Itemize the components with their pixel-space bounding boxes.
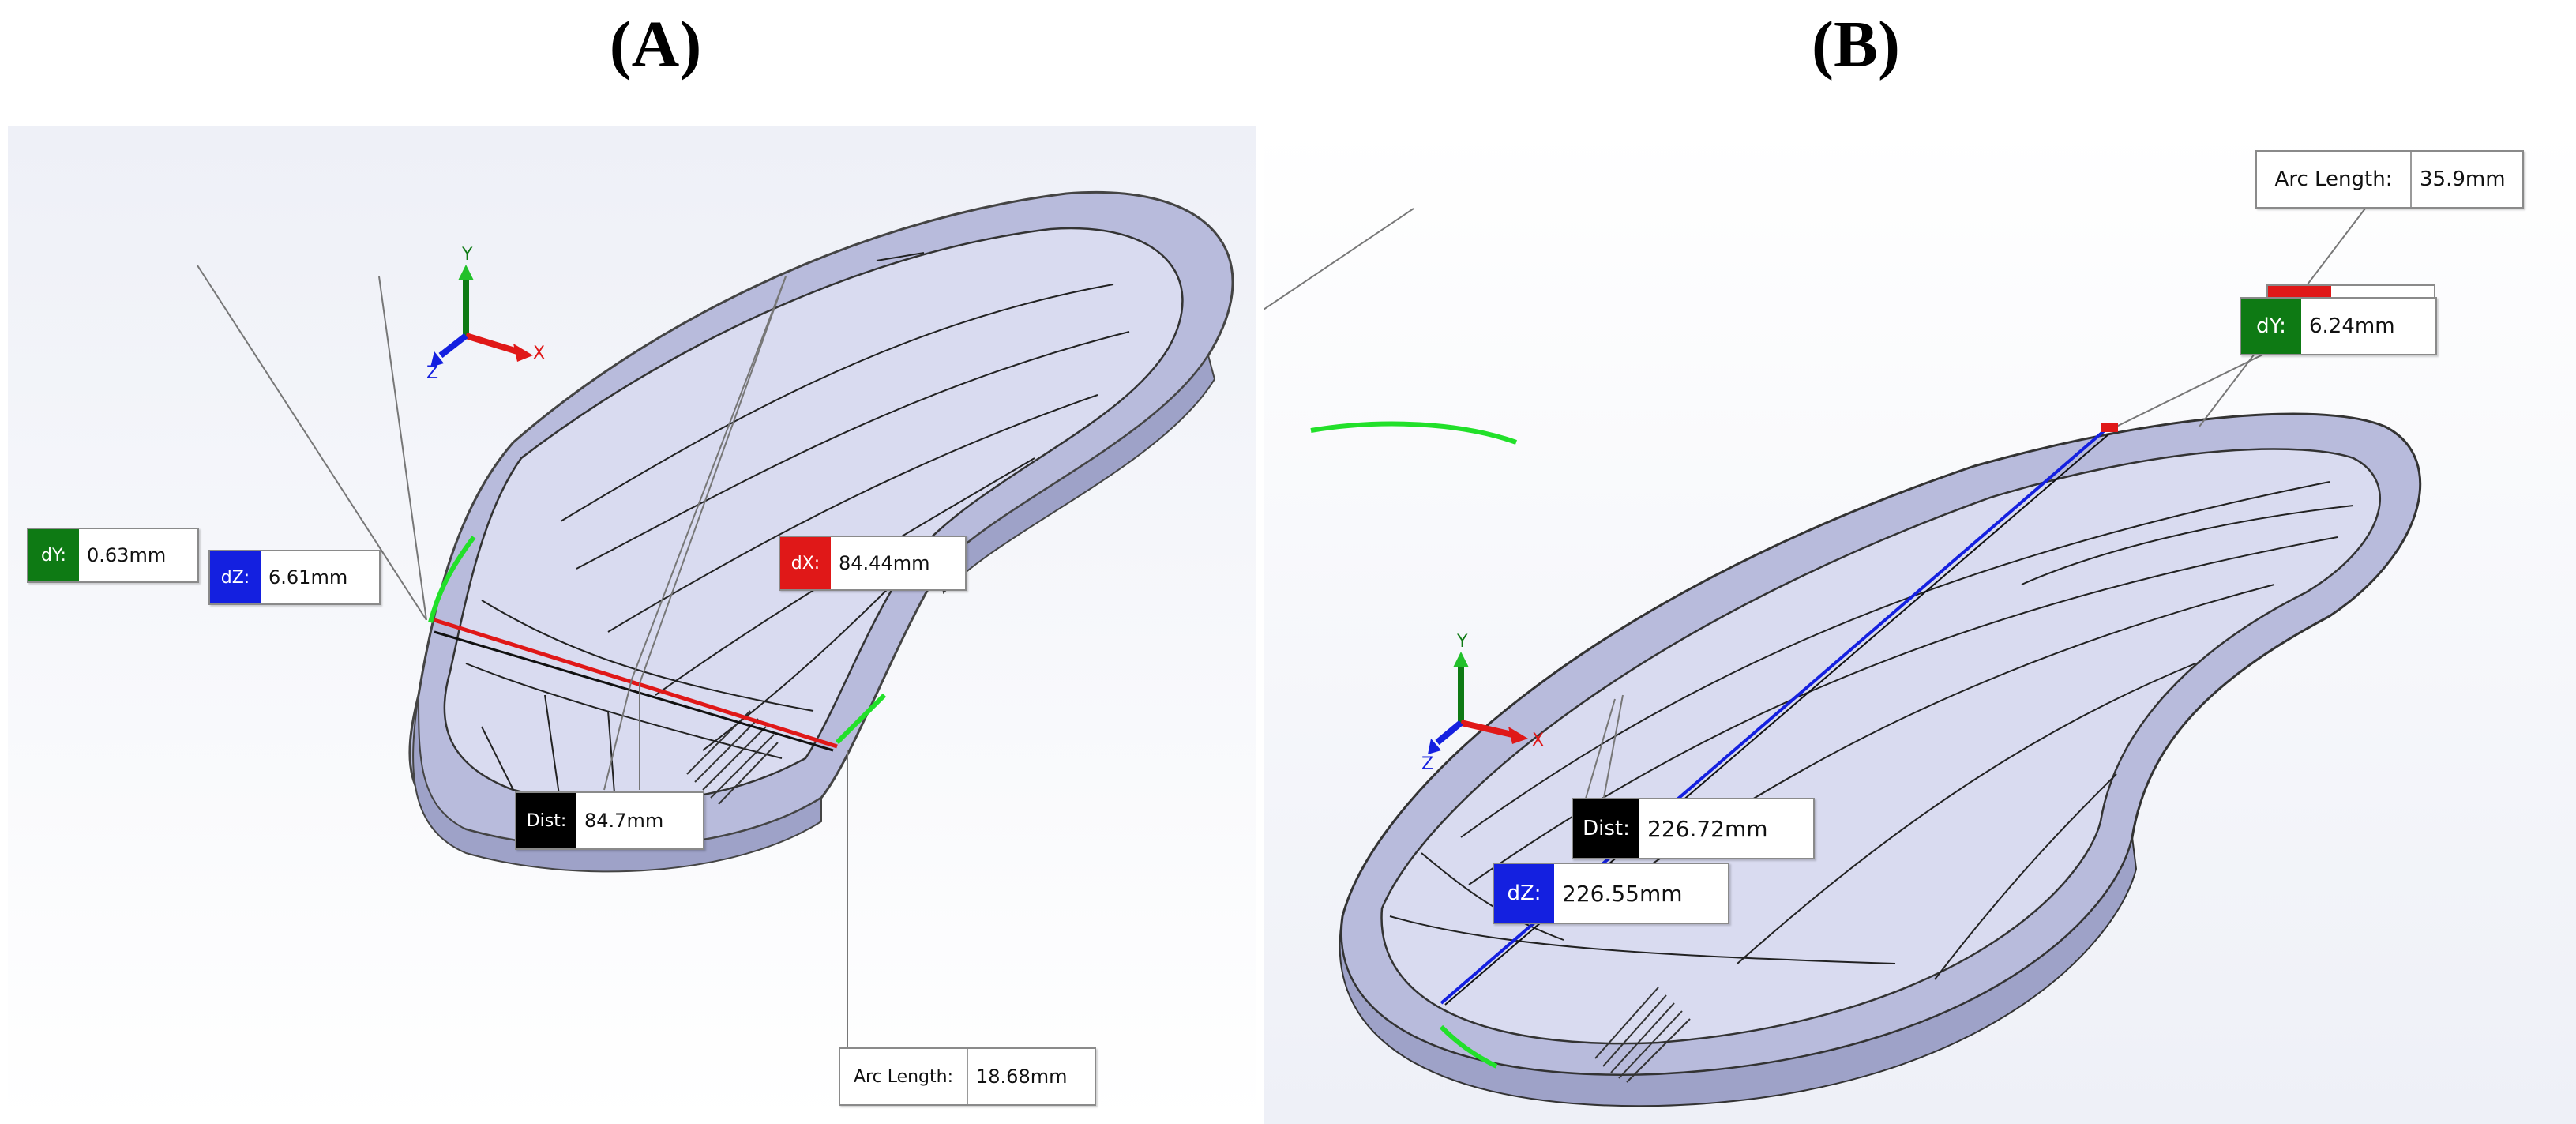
grip-texture-b xyxy=(1594,987,1691,1083)
callout-dz-a-tag: dZ: xyxy=(210,551,261,603)
callout-arc-b[interactable]: Arc Length: 35.9mm xyxy=(2255,150,2524,209)
callout-dz-b-value: 226.55mm xyxy=(1562,880,1683,907)
callout-dist-b-value: 226.72mm xyxy=(1647,815,1768,842)
callout-dist-b-tag: Dist: xyxy=(1573,799,1639,858)
callout-arc-b-tag: Arc Length: xyxy=(2257,152,2412,207)
callout-arc-a-value: 18.68mm xyxy=(976,1066,1068,1088)
green-edge-right xyxy=(835,693,887,745)
panel-a-model xyxy=(197,190,1234,1068)
panel-a-title: (A) xyxy=(609,8,702,81)
triad-y-label: Y xyxy=(462,245,473,265)
axis-triad-a xyxy=(430,265,533,367)
panel-b-viewport[interactable]: Y X Z xyxy=(1264,126,2576,1124)
green-edge-top xyxy=(1310,421,1518,445)
panel-a-viewport[interactable]: Y X Z xyxy=(8,126,1256,1124)
callout-arc-a-tag: Arc Length: xyxy=(840,1049,968,1104)
callout-dz-a-value: 6.61mm xyxy=(268,566,348,588)
triad-x-label: X xyxy=(533,344,546,363)
callout-dy-a[interactable]: dY: 0.63mm xyxy=(27,528,199,583)
callout-dx-a-value: 84.44mm xyxy=(839,552,930,574)
grip-texture xyxy=(686,710,779,805)
callout-dy-b-tag: dY: xyxy=(2241,299,2301,354)
green-edge-left xyxy=(428,536,476,623)
callout-arc-a[interactable]: Arc Length: 18.68mm xyxy=(839,1047,1096,1106)
callout-dist-b[interactable]: Dist: 226.72mm xyxy=(1572,798,1815,859)
callout-dist-a-value: 84.7mm xyxy=(584,810,664,832)
callout-dy-b[interactable]: dY: 6.24mm xyxy=(2240,297,2437,355)
triad-z-label-b: Z xyxy=(1421,754,1434,774)
callout-dy-a-tag: dY: xyxy=(28,529,79,581)
callout-dy-a-value: 0.63mm xyxy=(87,544,167,566)
leader-lines-a xyxy=(197,265,848,1068)
callout-dz-b[interactable]: dZ: 226.55mm xyxy=(1493,863,1729,924)
triad-z-label: Z xyxy=(426,363,439,383)
callout-dz-b-tag: dZ: xyxy=(1494,864,1554,923)
callout-arc-b-value: 35.9mm xyxy=(2420,167,2506,191)
callout-dy-b-value: 6.24mm xyxy=(2309,314,2395,338)
triad-x-label-b: X xyxy=(1532,731,1545,750)
panel-b-title: (B) xyxy=(1812,8,1900,81)
callout-dz-a[interactable]: dZ: 6.61mm xyxy=(208,550,381,605)
callout-dx-a-tag: dX: xyxy=(780,537,831,589)
axis-triad-b xyxy=(1428,652,1528,754)
callout-dist-a[interactable]: Dist: 84.7mm xyxy=(515,791,704,850)
callout-dist-a-tag: Dist: xyxy=(516,793,576,848)
callout-dx-a[interactable]: dX: 84.44mm xyxy=(779,536,967,591)
triad-y-label-b: Y xyxy=(1457,632,1468,652)
panel-b-model xyxy=(1264,208,2422,1107)
measure-line-red xyxy=(434,618,838,749)
